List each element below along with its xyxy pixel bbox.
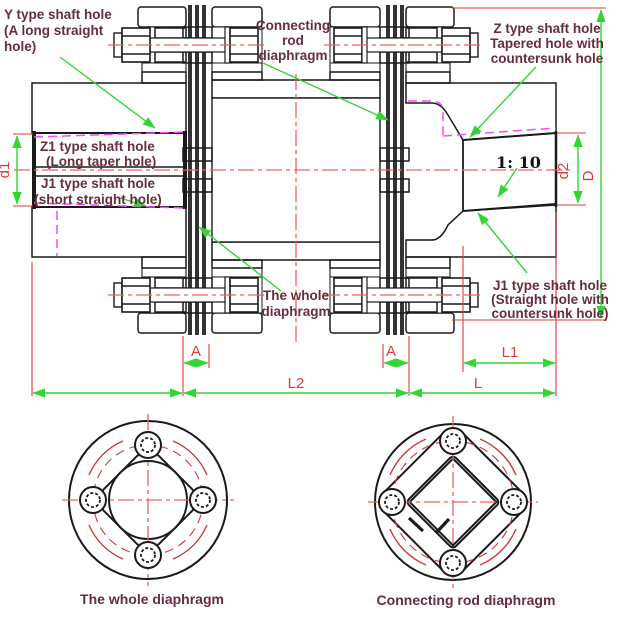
dim-A-left: A bbox=[191, 343, 201, 360]
z-taper-phantom bbox=[442, 127, 557, 137]
dimension-labels: d1 d2 D A A L1 L2 L bbox=[0, 162, 597, 392]
inner-diamond bbox=[406, 455, 500, 549]
leader-j1-countersunk bbox=[477, 212, 528, 274]
leader-whole-diaphragm bbox=[198, 226, 282, 292]
label-z1-type-2: (Long taper hole) bbox=[46, 154, 156, 169]
label-connecting-rod-1: Connecting bbox=[256, 18, 330, 33]
label-connecting-rod-2: rod bbox=[282, 33, 304, 48]
dim-d2: d2 bbox=[555, 163, 572, 180]
dim-L: L bbox=[474, 375, 482, 392]
label-connecting-rod-3: diaphragm bbox=[258, 48, 327, 63]
dim-L2: L2 bbox=[288, 375, 305, 392]
label-j1-short-1: J1 type shaft hole bbox=[41, 176, 156, 191]
dim-L1: L1 bbox=[502, 344, 519, 361]
leader-j1-short bbox=[119, 197, 147, 207]
label-z-type-2: Tapered hole with bbox=[490, 36, 604, 51]
caption-connecting-rod-diaphragm: Connecting rod diaphragm bbox=[377, 592, 556, 608]
right-hub-bore bbox=[408, 100, 558, 212]
label-whole-diaphragm-2: diaphragm bbox=[261, 304, 330, 319]
whole-diaphragm-view: The whole diaphragm bbox=[62, 414, 234, 607]
dim-A-right: A bbox=[386, 343, 396, 360]
dim-D: D bbox=[580, 170, 597, 181]
annotation-labels: Y type shaft hole (A long straight hole)… bbox=[4, 7, 609, 321]
leader-y-type bbox=[59, 56, 156, 129]
label-z-type-3: countersunk hole bbox=[491, 51, 604, 66]
label-j1-short-2: (short straight hole) bbox=[34, 192, 162, 207]
label-j1-countersunk-2: (Straight hole with bbox=[491, 292, 609, 307]
label-j1-countersunk-3: countersunk hole) bbox=[491, 306, 608, 321]
label-j1-countersunk-1: J1 type shaft hole bbox=[493, 278, 608, 293]
bolt-holes bbox=[79, 431, 217, 569]
z-countersink-phantom bbox=[408, 100, 444, 136]
label-z-type-1: Z type shaft hole bbox=[493, 21, 601, 36]
main-section-view: Y type shaft hole (A long straight hole)… bbox=[0, 5, 609, 398]
caption-whole-diaphragm: The whole diaphragm bbox=[80, 591, 224, 607]
center-lines bbox=[14, 44, 572, 344]
dim-d1: d1 bbox=[0, 162, 13, 179]
leader-lines bbox=[59, 56, 537, 292]
connecting-rod-diaphragm-view: Connecting rod diaphragm bbox=[368, 416, 555, 608]
label-y-type-3: hole) bbox=[4, 39, 36, 54]
j1-hole-phantom-line bbox=[33, 202, 185, 209]
label-y-type-2: (A long straight bbox=[4, 23, 104, 38]
dimension-lines bbox=[12, 9, 606, 398]
break-mark bbox=[434, 517, 451, 535]
leader-z-type bbox=[469, 66, 537, 138]
leader-taper-ratio bbox=[497, 167, 518, 198]
label-taper-ratio: 1: 10 bbox=[496, 153, 541, 172]
connecting-rod-links bbox=[378, 427, 528, 577]
label-y-type-1: Y type shaft hole bbox=[4, 7, 112, 22]
label-whole-diaphragm-1: The whole bbox=[263, 288, 329, 303]
bolt-holes bbox=[378, 427, 528, 577]
label-z1-type-1: Z1 type shaft hole bbox=[40, 139, 155, 154]
leader-connecting-rod bbox=[262, 62, 389, 121]
extension-lines bbox=[13, 7, 606, 396]
break-mark bbox=[407, 516, 425, 533]
z1-taper-phantom-line bbox=[33, 131, 185, 138]
